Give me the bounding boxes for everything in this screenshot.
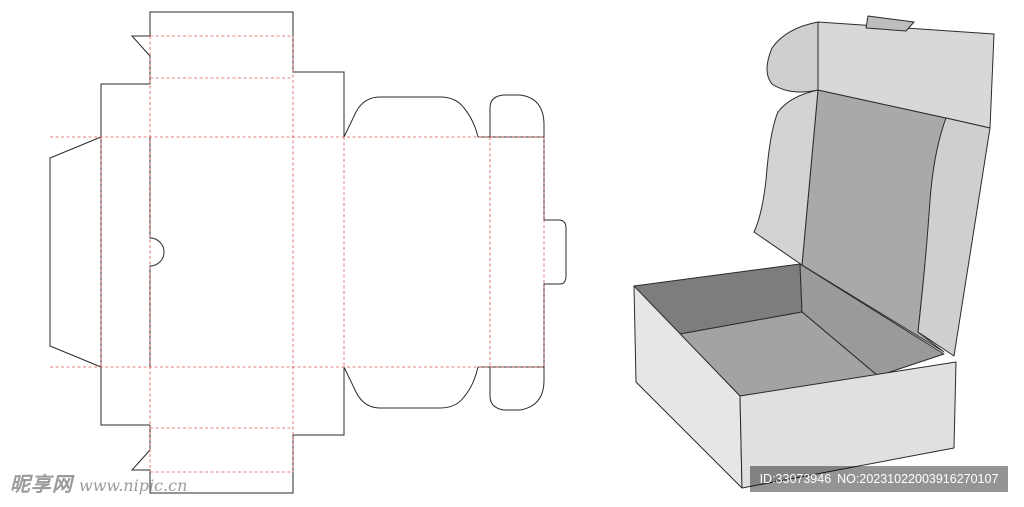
fold-lines <box>50 35 545 473</box>
site-watermark: 昵享网 www.nipic.cn <box>10 468 188 496</box>
lid-right-wing <box>917 117 991 357</box>
watermark-site-name: 昵享网 <box>10 472 73 496</box>
left-dust-column <box>100 83 150 137</box>
lid-left-wing <box>753 89 819 266</box>
upper-lid-ear <box>343 96 479 138</box>
dieline-template <box>49 11 567 494</box>
top-tuck-flap <box>130 11 345 137</box>
upper-small-ear <box>489 94 545 137</box>
watermark-site-url: www.nipic.cn <box>79 476 188 495</box>
bottom-tuck-flap <box>130 367 345 494</box>
lower-lid-ear <box>343 366 479 409</box>
box-front-wall <box>739 361 957 489</box>
lower-small-ear <box>489 367 545 411</box>
left-upper-dust-flap <box>100 83 150 137</box>
lid-top-tab <box>865 15 915 32</box>
image-id-text: ID:33073946 <box>759 472 832 486</box>
image-id-bar: ID:33073946 NO:20231022003916270107 <box>750 466 1008 492</box>
lid-left-roll <box>766 21 819 93</box>
left-side-flap <box>49 136 102 368</box>
thumb-notch <box>149 220 165 284</box>
folded-box-3d <box>633 15 995 489</box>
right-panel-lock-tab <box>478 136 567 368</box>
left-lower-dust-flap <box>100 367 150 426</box>
image-no-text: NO:20231022003916270107 <box>837 472 999 486</box>
